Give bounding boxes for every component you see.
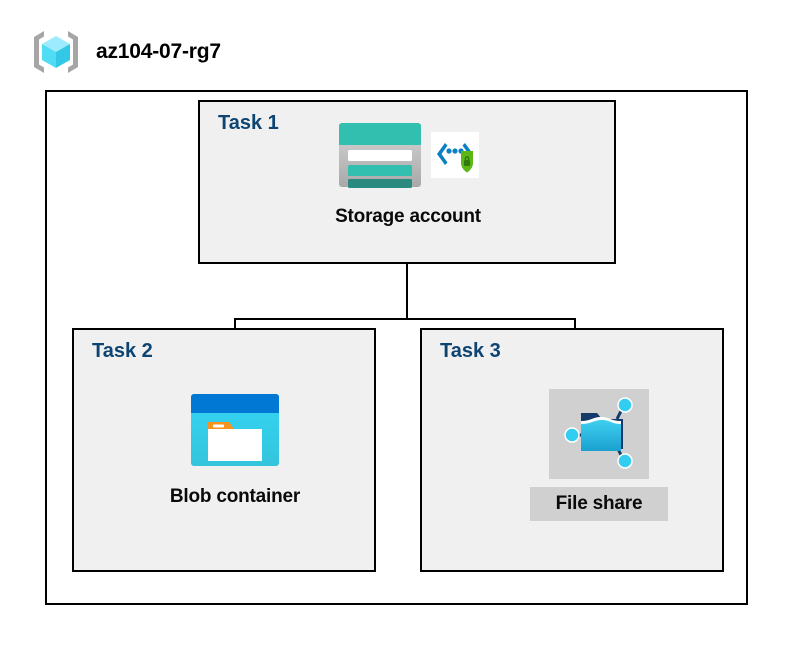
file-share-icon <box>561 397 637 471</box>
node-caption-file-share: File share <box>529 487 669 521</box>
blob-container-icon-group <box>189 390 281 470</box>
task-label-2: Task 2 <box>92 340 153 362</box>
storage-account-icon <box>337 121 423 189</box>
node-storage-account[interactable]: Storage account <box>296 118 520 228</box>
storage-account-icon-group <box>337 118 479 192</box>
node-caption-storage-account: Storage account <box>335 206 481 227</box>
connector-horizontal-bar <box>234 318 576 320</box>
blob-container-icon <box>189 390 281 470</box>
resource-group-cube-icon <box>30 28 82 76</box>
resource-group-name: az104-07-rg7 <box>96 40 221 63</box>
node-blob-container[interactable]: Blob container <box>145 390 325 508</box>
connector-task1-trunk <box>406 264 408 320</box>
node-file-share[interactable]: File share <box>508 389 690 521</box>
task-label-3: Task 3 <box>440 340 501 362</box>
secure-endpoint-icon <box>431 132 479 178</box>
node-caption-blob-container: Blob container <box>169 486 301 507</box>
task-label-1: Task 1 <box>218 112 279 134</box>
file-share-icon-group <box>549 389 649 479</box>
resource-group-header: az104-07-rg7 <box>30 28 221 76</box>
